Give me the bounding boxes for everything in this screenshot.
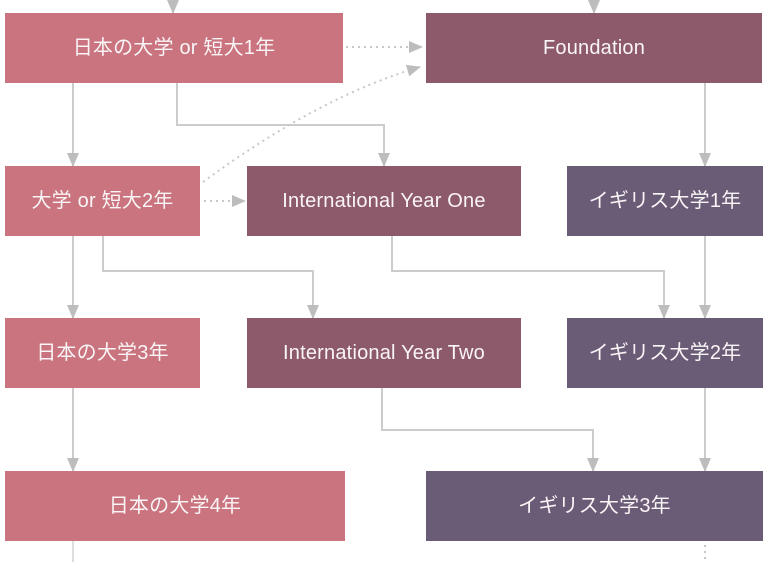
edge-jp-univ-2-to-intl-year-two	[102, 236, 319, 319]
node-uk-univ-3: イギリス大学3年	[426, 471, 763, 541]
node-jp-univ-2-label: 大学 or 短大2年	[31, 190, 174, 212]
node-uk-univ-2: イギリス大学2年	[567, 318, 763, 388]
node-foundation-label: Foundation	[542, 37, 646, 59]
node-intl-year-two: International Year Two	[247, 318, 521, 388]
node-jp-univ-1-label: 日本の大学 or 短大1年	[72, 37, 276, 59]
node-intl-year-one-label: International Year One	[282, 190, 486, 212]
node-jp-univ-3-label: 日本の大学3年	[36, 342, 169, 364]
node-jp-univ-1: 日本の大学 or 短大1年	[5, 13, 343, 83]
node-jp-univ-3: 日本の大学3年	[5, 318, 200, 388]
edge-jp-univ-1-to-intl-year-one	[176, 83, 390, 167]
node-jp-univ-4-label: 日本の大学4年	[108, 495, 242, 517]
node-jp-univ-2: 大学 or 短大2年	[5, 166, 200, 236]
node-intl-year-two-label: International Year Two	[283, 342, 485, 364]
edge-dotted-curved-jp-univ-2-to-foundation	[202, 64, 421, 183]
node-uk-univ-1-label: イギリス大学1年	[588, 190, 742, 212]
node-intl-year-one: International Year One	[247, 166, 521, 236]
node-uk-univ-1: イギリス大学1年	[567, 166, 763, 236]
edge-intl-year-one-to-uk-univ-2	[391, 236, 670, 319]
node-jp-univ-4: 日本の大学4年	[5, 471, 345, 541]
node-uk-univ-2-label: イギリス大学2年	[588, 342, 742, 364]
edge-intl-year-two-to-uk-univ-3	[381, 388, 599, 472]
node-uk-univ-3-label: イギリス大学3年	[518, 495, 671, 517]
node-foundation: Foundation	[426, 13, 762, 83]
